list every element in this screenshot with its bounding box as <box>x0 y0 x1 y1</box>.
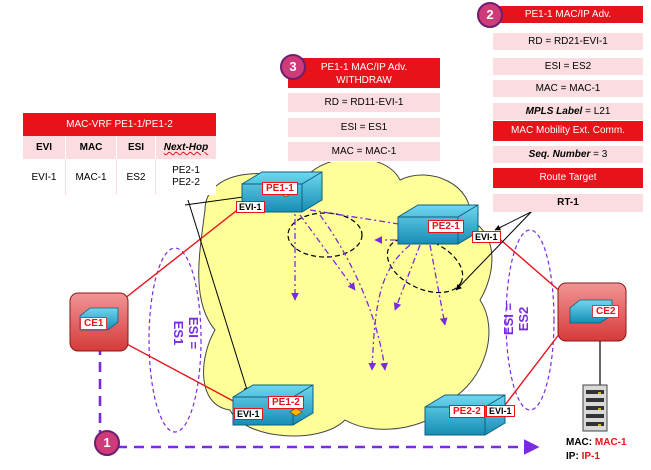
cell-esi: ES2 <box>116 159 156 195</box>
adv-mpls-label-key: MPLS Label <box>525 106 583 117</box>
host-mac: MAC: MAC-1 <box>566 437 627 448</box>
adv-esi: ESI = ES2 <box>493 58 643 75</box>
col-evi: EVI <box>23 136 66 159</box>
ce1-label: CE1 <box>80 317 108 330</box>
pe2-1-label: PE2-1 <box>428 220 464 233</box>
next-hop-1: PE2-1 <box>172 165 200 176</box>
host-ip-value: IP-1 <box>581 451 600 462</box>
mac-vrf-table: MAC-VRF PE1-1/PE1-2 EVI MAC ESI Next-Hop… <box>23 113 216 195</box>
evi-tag-pe1-1: EVI-1 <box>236 201 265 213</box>
cell-next-hop: PE2-1 PE2-2 <box>156 159 217 195</box>
link-ce2-pe2-1 <box>494 234 571 301</box>
cell-evi: EVI-1 <box>23 159 66 195</box>
host-ip-key: IP: <box>566 451 579 462</box>
withdraw-esi: ESI = ES1 <box>288 118 440 137</box>
evi-tag-pe2-1: EVI-1 <box>472 231 501 243</box>
link-ce1-pe1-2 <box>109 334 251 411</box>
withdraw-rd: RD = RD11-EVI-1 <box>288 93 440 112</box>
withdraw-title-line2: WITHDRAW <box>336 75 392 86</box>
adv-mac: MAC = MAC-1 <box>493 80 643 97</box>
ce2-label: CE2 <box>592 305 620 318</box>
col-esi: ESI <box>116 136 156 159</box>
pe2-2-label: PE2-2 <box>449 405 485 418</box>
withdraw-box: PE1-1 MAC/IP Adv. WITHDRAW RD = RD11-EVI… <box>288 58 440 162</box>
pe1-1-label: PE1-1 <box>262 182 298 195</box>
adv-rt: RT-1 <box>493 194 643 212</box>
adv-route-target: Route Target <box>493 168 643 188</box>
adv-seq-value: = 3 <box>590 149 608 160</box>
server-host <box>582 384 608 432</box>
adv-mpls-label: MPLS Label = L21 <box>493 103 643 120</box>
adv-rd: RD = RD21-EVI-1 <box>493 33 643 50</box>
esi-es1-label: ESI = ES1 <box>171 316 201 350</box>
adv-box: PE1-1 MAC/IP Adv. RD = RD21-EVI-1 ESI = … <box>493 6 643 212</box>
host-mac-value: MAC-1 <box>594 437 627 448</box>
adv-mac-mobility: MAC Mobility Ext. Comm. <box>493 121 643 141</box>
adv-badge: 2 <box>477 2 503 28</box>
mac-vrf-title: MAC-VRF PE1-1/PE1-2 <box>23 113 216 136</box>
adv-seq-number: Seq. Number = 3 <box>493 146 643 163</box>
adv-title: PE1-1 MAC/IP Adv. <box>493 6 643 23</box>
arrow-table-pe1-2 <box>187 199 250 394</box>
flow-badge: 1 <box>94 430 120 456</box>
es1-oval <box>148 247 202 433</box>
esi-es2-label: ESI = ES2 <box>501 302 531 336</box>
adv-mpls-label-value: = L21 <box>582 106 611 117</box>
withdraw-title-line1: PE1-1 MAC/IP Adv. <box>320 62 408 73</box>
bgp-withdraw-arrows <box>291 205 406 371</box>
adv-seq-key: Seq. Number <box>528 149 591 160</box>
arrow-adv-cloud <box>455 207 536 291</box>
evi-tag-pe2-2: EVI-1 <box>486 405 515 417</box>
es2-oval <box>505 229 555 411</box>
next-hop-2: PE2-2 <box>172 177 200 188</box>
col-next-hop: Next-Hop <box>163 142 209 153</box>
cell-mac: MAC-1 <box>65 159 117 195</box>
withdraw-title: PE1-1 MAC/IP Adv. WITHDRAW <box>288 58 440 88</box>
link-ce1-pe1-1 <box>109 199 251 311</box>
withdraw-mac: MAC = MAC-1 <box>288 142 440 161</box>
withdraw-badge: 3 <box>280 54 306 80</box>
pe1-2-label: PE1-2 <box>268 396 304 409</box>
evi-tag-pe1-2: EVI-1 <box>234 408 263 420</box>
col-mac: MAC <box>65 136 117 159</box>
host-mac-key: MAC: <box>566 437 593 448</box>
host-ip: IP: IP-1 <box>566 451 600 462</box>
